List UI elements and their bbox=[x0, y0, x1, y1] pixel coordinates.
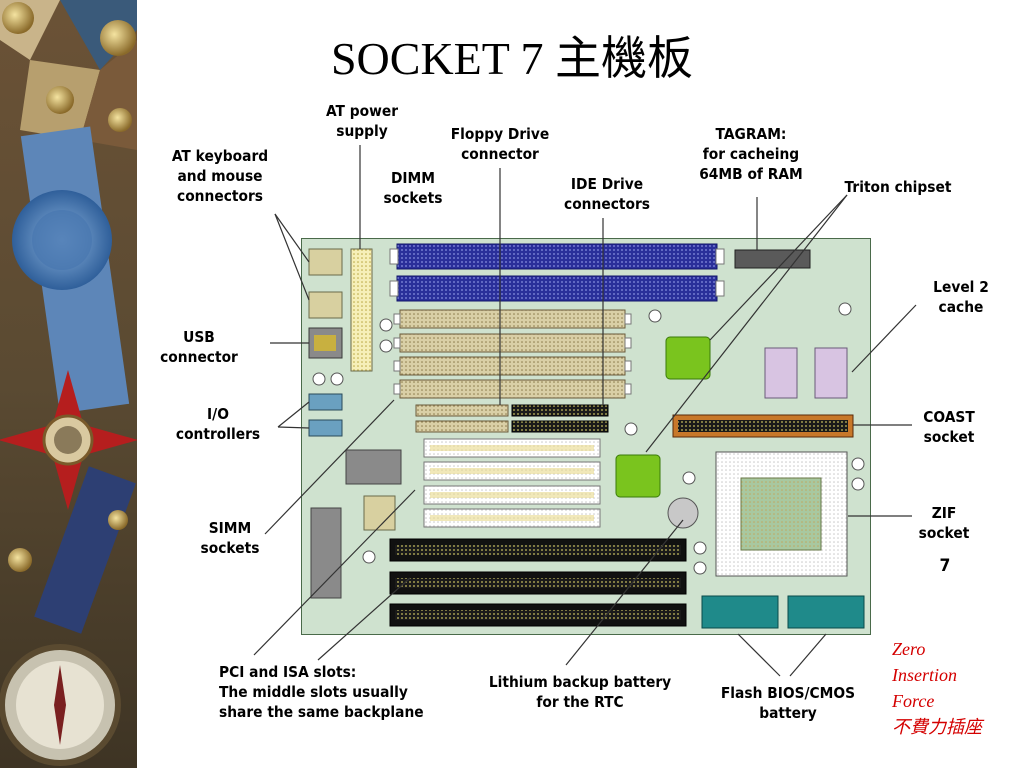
lithium-battery bbox=[667, 497, 699, 529]
zif-note-line4: 不費力插座 bbox=[892, 717, 982, 737]
tagram-chip bbox=[734, 249, 811, 269]
label-coast-socket: COAST socket bbox=[923, 408, 975, 446]
label-pci-isa-slots: PCI and ISA slots: The middle slots usua… bbox=[219, 663, 424, 721]
simm-socket bbox=[399, 356, 626, 376]
power-connector bbox=[350, 248, 373, 372]
ide-connector bbox=[511, 420, 609, 433]
label-at-power-supply: AT power supply bbox=[325, 102, 399, 140]
zif-note: Zero Insertion Force 不費力插座 bbox=[892, 636, 982, 740]
decorative-photo-panel bbox=[0, 0, 137, 768]
label-usb-connector: USB connector bbox=[160, 328, 238, 366]
zif-note-line1: Zero bbox=[892, 639, 926, 659]
ide-connector bbox=[511, 404, 609, 417]
label-io-controllers: I/O controllers bbox=[175, 405, 261, 443]
flash-bios-chip bbox=[701, 595, 779, 629]
simm-socket bbox=[399, 309, 626, 329]
triton-chip bbox=[665, 336, 711, 380]
dimm-socket bbox=[396, 243, 718, 270]
label-zif-number: 7 bbox=[939, 556, 951, 576]
l2-cache-chip bbox=[764, 347, 798, 399]
label-level2-cache: Level 2 cache bbox=[933, 278, 989, 316]
label-triton-chipset: Triton chipset bbox=[844, 178, 952, 196]
label-lithium-battery: Lithium backup battery for the RTC bbox=[488, 673, 672, 711]
label-dimm-sockets: DIMM sockets bbox=[383, 169, 443, 207]
label-ide-drive-connectors: IDE Drive connectors bbox=[564, 175, 650, 213]
floppy-connector bbox=[415, 404, 509, 417]
label-tagram: TAGRAM: for cacheing 64MB of RAM bbox=[699, 125, 803, 183]
cpu-chip bbox=[740, 477, 822, 551]
keyboard-connector bbox=[308, 248, 343, 276]
label-zif-socket: ZIF socket bbox=[918, 504, 970, 542]
mouse-connector bbox=[308, 291, 343, 319]
zif-note-line2: Insertion bbox=[892, 665, 957, 685]
simm-socket bbox=[399, 333, 626, 353]
label-flash-bios: Flash BIOS/CMOS battery bbox=[720, 684, 856, 722]
bios-chip bbox=[345, 449, 402, 485]
dimm-socket bbox=[396, 275, 718, 302]
floppy-connector bbox=[415, 420, 509, 433]
flash-bios-chip bbox=[787, 595, 865, 629]
medals-photo-illustration bbox=[0, 0, 137, 768]
io-controller bbox=[308, 393, 343, 411]
label-floppy-drive-connector: Floppy Drive connector bbox=[450, 125, 550, 163]
label-simm-sockets: SIMM sockets bbox=[200, 519, 260, 557]
triton-chip bbox=[615, 454, 661, 498]
simm-socket bbox=[399, 379, 626, 399]
io-chip bbox=[310, 507, 342, 599]
zif-note-line3: Force bbox=[892, 691, 935, 711]
label-at-keyboard: AT keyboard and mouse connectors bbox=[171, 147, 269, 205]
leader-lines bbox=[253, 145, 917, 677]
small-chip bbox=[363, 495, 396, 531]
l2-cache-chip bbox=[814, 347, 848, 399]
io-controller bbox=[308, 419, 343, 437]
page-title: SOCKET 7 主機板 bbox=[330, 33, 694, 84]
